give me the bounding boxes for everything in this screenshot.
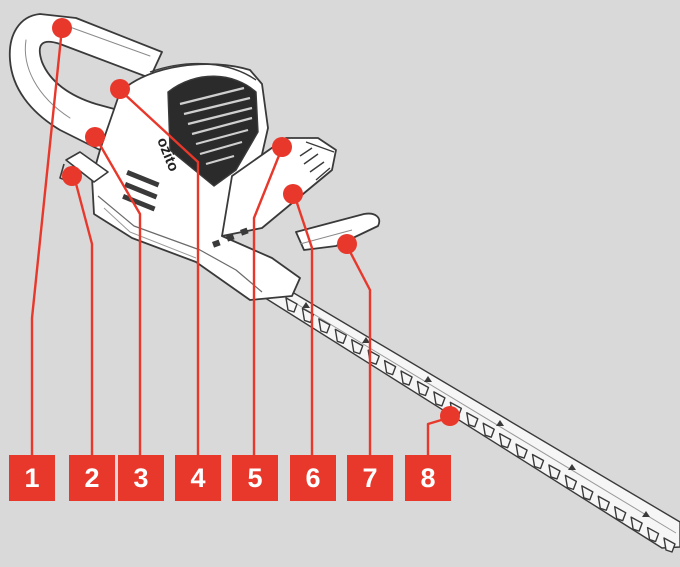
callout-dot-1 xyxy=(52,18,72,38)
callout-label-6: 6 xyxy=(290,455,336,501)
callout-dot-6 xyxy=(283,184,303,204)
callout-dot-5 xyxy=(272,137,292,157)
callout-label-8: 8 xyxy=(405,455,451,501)
callout-dot-7 xyxy=(337,234,357,254)
cutting-blade xyxy=(262,286,680,552)
callout-label-7: 7 xyxy=(347,455,393,501)
leader-2 xyxy=(74,176,92,455)
callout-label-5: 5 xyxy=(232,455,278,501)
callout-label-1: 1 xyxy=(9,455,55,501)
callout-dot-3 xyxy=(85,127,105,147)
callout-label-4: 4 xyxy=(175,455,221,501)
callout-dot-2 xyxy=(62,166,82,186)
callout-dot-4 xyxy=(110,79,130,99)
callout-dot-8 xyxy=(440,406,460,426)
callout-label-3: 3 xyxy=(118,455,164,501)
callout-label-2: 2 xyxy=(69,455,115,501)
